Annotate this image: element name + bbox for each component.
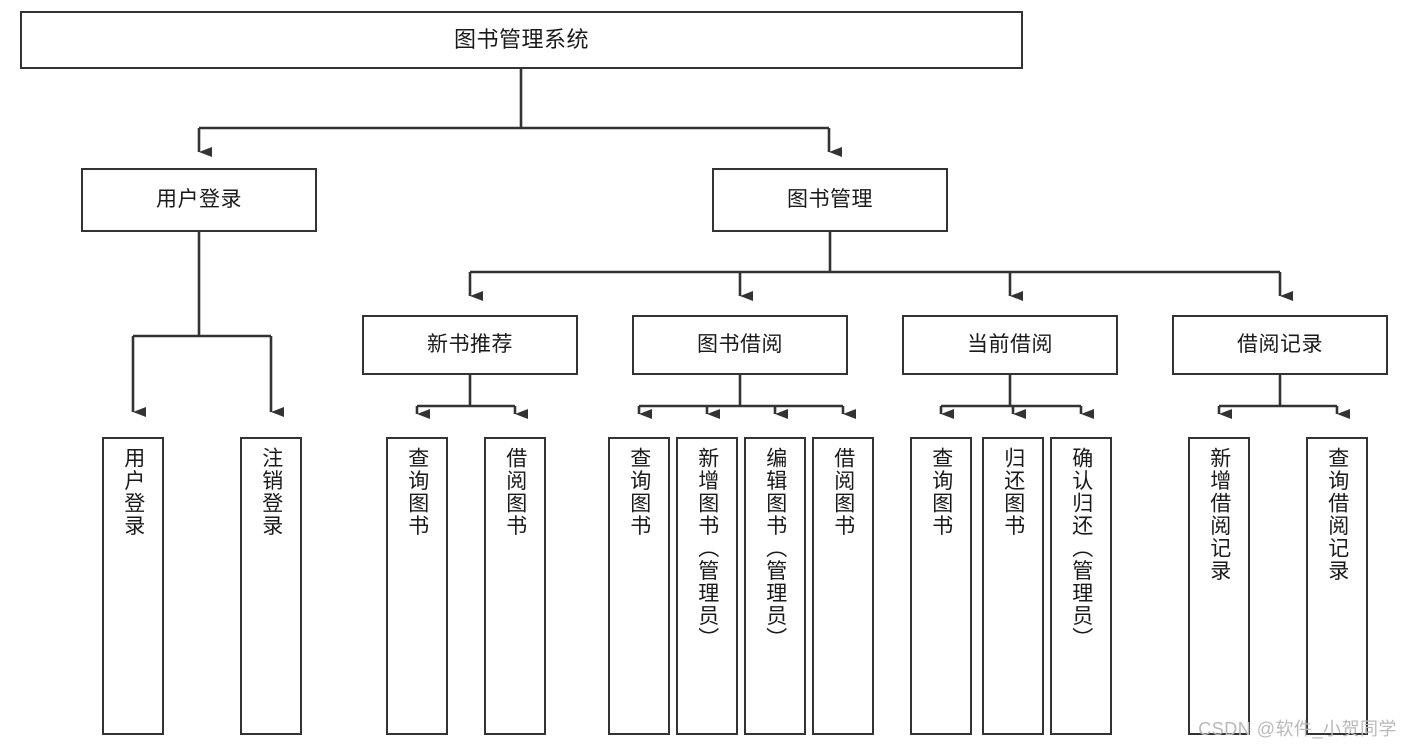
node-book-borrow-label: 图书借阅 — [697, 332, 783, 356]
leaf-return-book[interactable]: 归还图书 — [982, 437, 1044, 735]
node-new-book-rec[interactable]: 新书推荐 — [362, 315, 578, 375]
node-current-borrow[interactable]: 当前借阅 — [902, 315, 1118, 375]
leaf-query-record-label: 查询借阅记录 — [1325, 447, 1349, 582]
node-user-login[interactable]: 用户登录 — [81, 168, 317, 232]
leaf-confirm-return[interactable]: 确认归还（管理员） — [1050, 437, 1112, 735]
leaf-logout[interactable]: 注销登录 — [240, 437, 302, 735]
leaf-add-book-label: 新增图书（管理员） — [695, 447, 719, 650]
leaf-query-book-2-label: 查询图书 — [627, 447, 651, 537]
leaf-confirm-return-label: 确认归还（管理员） — [1069, 447, 1093, 650]
leaf-borrow-book-2-label: 借阅图书 — [831, 447, 855, 537]
node-root[interactable]: 图书管理系统 — [20, 11, 1023, 69]
node-book-borrow[interactable]: 图书借阅 — [632, 315, 848, 375]
watermark: CSDN @软件_小贺同学 — [1198, 719, 1397, 739]
leaf-query-book-2[interactable]: 查询图书 — [608, 437, 670, 735]
leaf-user-login[interactable]: 用户登录 — [102, 437, 164, 735]
leaf-borrow-book-1-label: 借阅图书 — [503, 447, 527, 537]
leaf-add-book[interactable]: 新增图书（管理员） — [676, 437, 738, 735]
node-book-manage[interactable]: 图书管理 — [712, 168, 948, 232]
leaf-edit-book-label: 编辑图书（管理员） — [763, 447, 787, 650]
node-book-manage-label: 图书管理 — [787, 187, 873, 211]
leaf-query-book-1[interactable]: 查询图书 — [386, 437, 448, 735]
node-new-book-rec-label: 新书推荐 — [427, 332, 513, 356]
leaf-edit-book[interactable]: 编辑图书（管理员） — [744, 437, 806, 735]
node-user-login-label: 用户登录 — [156, 187, 242, 211]
leaf-return-book-label: 归还图书 — [1001, 447, 1025, 537]
leaf-borrow-book-1[interactable]: 借阅图书 — [484, 437, 546, 735]
leaf-add-record-label: 新增借阅记录 — [1207, 447, 1231, 582]
node-current-borrow-label: 当前借阅 — [967, 332, 1053, 356]
leaf-add-record[interactable]: 新增借阅记录 — [1188, 437, 1250, 735]
node-root-label: 图书管理系统 — [453, 27, 589, 53]
leaf-borrow-book-2[interactable]: 借阅图书 — [812, 437, 874, 735]
leaf-logout-label: 注销登录 — [259, 447, 283, 537]
leaf-query-record[interactable]: 查询借阅记录 — [1306, 437, 1368, 735]
node-borrow-record[interactable]: 借阅记录 — [1172, 315, 1388, 375]
leaf-query-book-1-label: 查询图书 — [405, 447, 429, 537]
leaf-query-book-3[interactable]: 查询图书 — [910, 437, 972, 735]
leaf-user-login-label: 用户登录 — [121, 447, 145, 537]
leaf-query-book-3-label: 查询图书 — [929, 447, 953, 537]
node-borrow-record-label: 借阅记录 — [1237, 332, 1323, 356]
